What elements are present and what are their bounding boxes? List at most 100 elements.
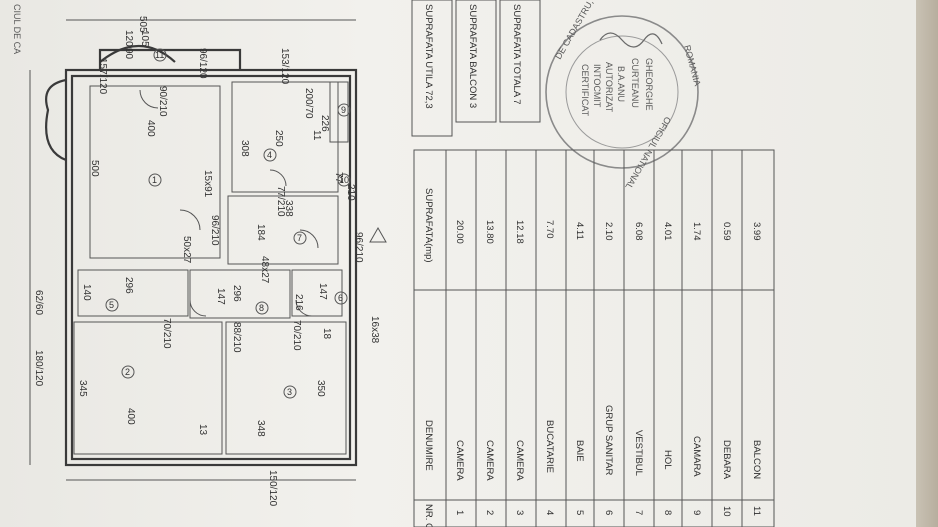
opening-label: 16x38 — [369, 316, 380, 344]
room-5 — [77, 269, 189, 317]
room-number-marker — [148, 173, 162, 187]
room-number: 4 — [267, 150, 272, 160]
dimension: 400 — [145, 120, 156, 137]
door-arc — [189, 299, 207, 317]
room-number-marker — [293, 231, 307, 245]
row-area: 12.18 — [514, 220, 525, 244]
stamp-fragment: CIUL DE CA — [12, 4, 22, 54]
room-number-marker — [337, 103, 351, 117]
room-6 — [291, 269, 343, 317]
row-name: BAIE — [574, 440, 585, 462]
table-header-name: DENUMIRE — [423, 420, 434, 471]
stamp-line: GHEORGHE — [644, 58, 654, 111]
dimension: 296 — [123, 277, 134, 294]
room-dimensions: 400 500 15x91 400 345 13 348 350 18 250 … — [77, 30, 356, 437]
opening-label: 96/210 — [209, 215, 220, 246]
stamp-line: ROMANIA — [682, 44, 703, 87]
opening-label: 62/60 — [33, 290, 44, 315]
summary-label: SUPRAFATA TOTALA 7 — [511, 4, 522, 105]
row-area: 13.80 — [484, 220, 495, 244]
row-area: 7.70 — [544, 220, 555, 239]
row-nr: 5 — [574, 510, 585, 515]
row-area: 20.00 — [454, 220, 465, 244]
dimension: 348 — [255, 420, 266, 437]
room-number: 9 — [341, 105, 346, 115]
row-name: HOL — [662, 450, 673, 470]
dimension: 226 — [319, 115, 330, 132]
stamp-line: CERTIFICAT — [580, 64, 590, 117]
table-row: 5 BAIE 4.11 — [574, 222, 585, 515]
room-number-marker — [334, 291, 348, 305]
stamp-outer-ring — [545, 15, 699, 169]
row-name: GRUP SANITAR — [603, 405, 614, 476]
table-row: 7 VESTIBUL 6.08 — [633, 222, 644, 515]
opening-label: 180/120 — [33, 350, 44, 387]
table-row: 8 HOL 4.01 — [662, 222, 673, 515]
table-row: 6 GRUP SANITAR 2.10 — [603, 222, 614, 515]
stamp-line: INTOCMIT — [592, 64, 602, 108]
balcony-left — [45, 78, 67, 162]
row-nr: 1 — [454, 510, 465, 515]
dimension: 250 — [273, 130, 284, 147]
table-row: 1 CAMERA 20.00 — [454, 220, 465, 515]
stamp-inner-ring — [565, 35, 679, 149]
dimension: 48x27 — [259, 256, 270, 284]
room-2 — [73, 321, 223, 455]
dimension: 105 — [139, 30, 150, 47]
room-number: 7 — [297, 233, 302, 243]
overall-dimension-label: 505 — [137, 16, 148, 33]
room-1 — [89, 85, 221, 259]
summary-box — [411, 0, 453, 137]
floor-plan — [29, 19, 387, 481]
dimension: 147 — [317, 283, 328, 300]
opening-label: 153/120 — [279, 48, 290, 85]
room-number: 6 — [338, 293, 343, 303]
room-9 — [329, 81, 349, 143]
table-row: 2 CAMERA 13.80 — [484, 220, 495, 515]
dimension: 308 — [239, 140, 250, 157]
table-row: 3 CAMERA 12.18 — [514, 220, 525, 515]
table-row: 4 BUCATARIE 7.70 — [544, 220, 555, 515]
summary-label: SUPRAFATA BALCON 3 — [467, 4, 478, 108]
row-area: 3.99 — [751, 222, 762, 241]
opening-label: 96/120 — [197, 48, 208, 79]
table-row: 9 CAMARA 1.74 — [691, 222, 702, 515]
door-arc — [139, 89, 159, 109]
stamp-line: CURTEANU — [630, 58, 640, 108]
row-nr: 4 — [544, 510, 555, 515]
row-name: BALCON — [751, 440, 762, 479]
dimension: 15x91 — [202, 170, 213, 198]
dimension: 13 — [197, 424, 208, 436]
row-nr: 11 — [751, 506, 762, 516]
row-name: BUCATARIE — [544, 420, 555, 473]
opening-label: 88/210 — [231, 322, 242, 353]
dimension: 500 — [89, 160, 100, 177]
row-nr: 2 — [484, 510, 495, 515]
opening-label: 200/70 — [303, 88, 314, 119]
stamp-line: B.A.ANU — [616, 66, 626, 102]
inner-wall-line — [70, 74, 352, 461]
room-7 — [227, 195, 339, 265]
row-name: DEBARA — [721, 440, 732, 480]
door-arc — [269, 169, 287, 187]
dimension: 400 — [125, 408, 136, 425]
table-row: 10 DEBARA 0.59 — [721, 222, 732, 517]
outer-wall — [64, 68, 358, 467]
room-number: 8 — [259, 303, 264, 313]
opening-label: 77/210 — [275, 186, 286, 217]
opening-label: 150/120 — [267, 470, 278, 507]
room-3 — [225, 321, 347, 455]
balcony-outline — [98, 48, 242, 70]
room-number-marker — [105, 298, 119, 312]
room-number: 2 — [125, 367, 130, 377]
row-name: VESTIBUL — [633, 430, 644, 476]
summary-box — [499, 0, 541, 123]
summary-boxes: SUPRAFATA UTILA 72,3 SUPRAFATA BALCON 3 … — [411, 0, 541, 137]
paper-edge — [916, 0, 938, 527]
row-area: 4.11 — [574, 222, 585, 240]
row-name: CAMERA — [484, 440, 495, 481]
row-name: CAMARA — [691, 436, 702, 477]
stamp-line: AUTORIZAT — [604, 62, 614, 113]
room-4 — [231, 81, 339, 193]
room-number: 11 — [155, 50, 164, 60]
